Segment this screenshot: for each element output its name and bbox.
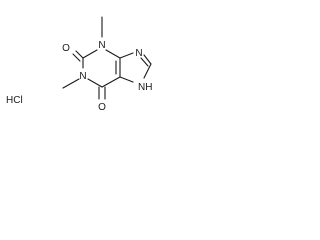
bond-n1-methyl [62,78,80,89]
bond-lines [62,16,152,100]
bond-n9-c8-b [140,57,149,67]
bond-n3-c2 [82,49,98,59]
bond-c8-n7 [143,63,152,79]
atom-label-n3: N [98,40,105,51]
atom-label-n1: N [79,71,86,82]
bond-c6-c5 [101,76,121,88]
bond-c2-o2-a [75,50,84,59]
bond-n7-c5 [119,76,134,83]
salt-label: HCl [6,95,23,106]
atom-label-o2: O [62,43,70,54]
bond-n9-c8-a [143,54,152,65]
bond-n3-c4 [105,49,121,59]
atom-labels: O N N N O NH HCl [6,40,152,113]
bond-n1-c6 [87,78,103,88]
bond-c4-n9 [119,52,134,59]
atom-label-nh7: NH [138,82,152,93]
atom-label-n9: N [135,48,142,59]
molecule-structure: O N N N O NH HCl [6,16,152,113]
atom-label-o6: O [98,102,106,113]
bond-c2-o2-b [72,53,81,62]
